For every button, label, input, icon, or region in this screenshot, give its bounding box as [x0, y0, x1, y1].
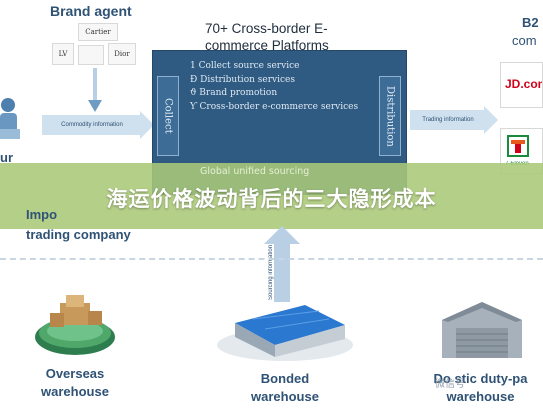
brand-agent-label: Brand agent — [50, 3, 132, 19]
sourcing-information-label: Sourcing information — [268, 244, 274, 300]
service-item: Ƴ Cross-border e-commerce services — [190, 101, 359, 112]
title-banner — [0, 163, 543, 229]
trading-information-label: Trading information — [422, 117, 474, 123]
trading-arrow-head — [484, 106, 498, 134]
brand-logo-cluster: Cartier LV Dior — [48, 23, 140, 68]
service-item: Ð Distribution services — [190, 74, 295, 85]
service-item: ϑ Brand promotion — [190, 88, 278, 98]
b2-label: B2 — [522, 15, 539, 30]
watermark: 微信号 — [435, 379, 465, 390]
trading-company-label: trading company — [26, 227, 131, 242]
importer-label-partial: ur — [0, 150, 13, 165]
bonded-warehouse-icon — [217, 305, 353, 361]
overseas-warehouse-line1: Overseas — [45, 366, 105, 381]
commodity-information-label: Commodity information — [61, 122, 123, 128]
collect-label: Collect — [162, 98, 174, 134]
retailer-seven-eleven-mark — [507, 135, 529, 157]
banner-title: 海运价格波动背后的三大隐形成本 — [106, 187, 437, 211]
brand-down-arrow — [88, 68, 102, 112]
brand-logo-generic — [78, 45, 104, 65]
sourcing-up-arrow — [264, 226, 300, 302]
bonded-warehouse-line1: Bonded — [260, 371, 310, 386]
domestic-warehouse-line1: Do stic duty-pa — [433, 371, 528, 386]
section-divider — [0, 258, 543, 260]
platforms-title-line2: commerce Platforms — [205, 38, 329, 53]
bonded-warehouse-line2: warehouse — [251, 389, 319, 404]
platforms-title: 70+ Cross-border E- commerce Platforms — [205, 20, 365, 54]
brand-logo-lv: LV — [52, 43, 74, 65]
bonded-warehouse-label: Bonded warehouse — [230, 370, 340, 406]
overseas-warehouse-label: Overseas warehouse — [20, 365, 130, 401]
overseas-warehouse-icon — [35, 295, 115, 355]
collect-panel: Collect — [157, 76, 179, 156]
retailer-logo-jd: JD.com — [500, 62, 543, 108]
overseas-warehouse-line2: warehouse — [41, 384, 109, 399]
commodity-information-arrow: Commodity information — [42, 115, 142, 135]
person-icon — [0, 98, 20, 139]
distribution-label: Distribution — [384, 85, 396, 147]
brand-logo-dior: Dior — [108, 43, 136, 65]
import-label-partial: Impo — [26, 207, 58, 222]
commodity-arrow-head — [140, 111, 154, 139]
services-list: 1 Collect source service Ð Distribution … — [190, 60, 380, 114]
brand-logo-cartier: Cartier — [78, 23, 118, 41]
service-item: 1 Collect source service — [190, 61, 300, 71]
global-sourcing-label: Global unified sourcing — [200, 166, 310, 177]
domestic-warehouse-icon — [442, 302, 522, 358]
retailer-jd-text: JD.com — [505, 77, 542, 91]
domestic-warehouse-line2: warehouse — [446, 389, 515, 404]
distribution-panel: Distribution — [379, 76, 401, 156]
com-label: com — [512, 33, 537, 48]
trading-information-arrow: Trading information — [410, 110, 486, 130]
platforms-title-line1: 70+ Cross-border E- — [205, 21, 328, 36]
domestic-warehouse-label: Do stic duty-pa warehouse — [418, 370, 543, 406]
